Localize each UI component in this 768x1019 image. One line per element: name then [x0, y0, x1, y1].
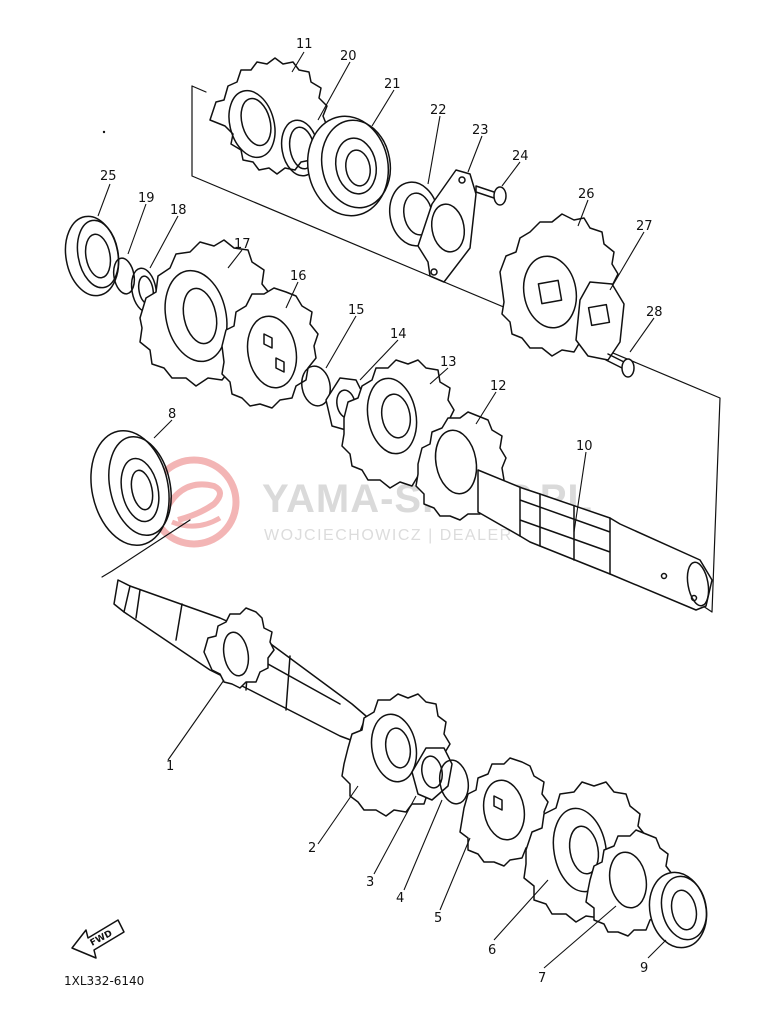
bearing-9 [648, 871, 708, 949]
countershaft-10 [477, 469, 713, 611]
part-label-25: 25 [100, 169, 117, 184]
part-label-15: 15 [348, 303, 365, 318]
bearing-21 [306, 115, 392, 217]
forward-direction-marker: FWD [71, 919, 125, 959]
bolt-28 [605, 353, 635, 378]
part-labels: 1 2 3 4 5 6 7 8 9 10 11 12 13 14 15 16 1… [100, 37, 663, 986]
part-label-14: 14 [390, 327, 407, 342]
part-label-10: 10 [576, 439, 593, 454]
washer-3 [411, 747, 453, 801]
part-label-3: 3 [366, 875, 374, 890]
part-label-2: 2 [308, 841, 316, 856]
gear-11 [209, 57, 328, 175]
part-label-4: 4 [396, 891, 404, 906]
part-label-16: 16 [290, 269, 307, 284]
circlip-15 [301, 365, 331, 407]
bearing-8 [90, 429, 172, 547]
part-label-26: 26 [578, 187, 595, 202]
lock-washer-27 [575, 281, 625, 361]
part-label-1: 1 [166, 759, 174, 774]
part-label-9: 9 [640, 961, 648, 976]
part-label-11: 11 [296, 37, 313, 52]
main-shaft-1 [113, 579, 367, 743]
circlip-4 [438, 759, 470, 805]
part-label-28: 28 [646, 305, 663, 320]
diagram-code: 1XL332-6140 [64, 974, 144, 988]
leader-lines [97, 51, 667, 969]
retainer-plate-23 [417, 169, 477, 283]
part-label-24: 24 [512, 149, 529, 164]
part-label-6: 6 [488, 943, 496, 958]
part-label-17: 17 [234, 237, 251, 252]
part-label-27: 27 [636, 219, 653, 234]
part-label-7: 7 [538, 971, 546, 986]
part-label-23: 23 [472, 123, 489, 138]
watermark-subtitle: WOJCIECHOWICZ | DEALER [264, 527, 513, 544]
bearing-25 [64, 215, 120, 297]
part-label-12: 12 [490, 379, 507, 394]
part-label-5: 5 [434, 911, 442, 926]
gear-16 [221, 287, 319, 409]
part-label-19: 19 [138, 191, 155, 206]
part-label-22: 22 [430, 103, 447, 118]
part-label-13: 13 [440, 355, 457, 370]
part-label-20: 20 [340, 49, 357, 64]
part-label-18: 18 [170, 203, 187, 218]
part-label-21: 21 [384, 77, 401, 92]
scan-dot [102, 130, 106, 134]
part-label-8: 8 [168, 407, 176, 422]
bolt-24 [475, 185, 507, 206]
